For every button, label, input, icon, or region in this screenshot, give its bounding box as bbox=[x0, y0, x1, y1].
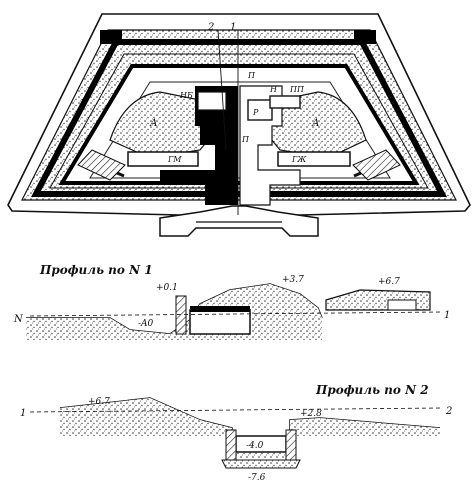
caponier-left bbox=[77, 149, 126, 181]
profile-2-mark-1: 1 bbox=[20, 408, 26, 419]
profile-1-elev-room: -A0 bbox=[138, 319, 154, 329]
label-pp: ПП bbox=[289, 85, 305, 94]
room-nb bbox=[197, 91, 227, 111]
label-p-center: П bbox=[241, 135, 250, 144]
profile-1-wall bbox=[175, 295, 187, 335]
profile-2-datum bbox=[29, 407, 441, 413]
section-mark-1: 1 bbox=[230, 22, 236, 33]
profile-1-title: Профиль по N 1 bbox=[39, 263, 153, 277]
label-p: П bbox=[247, 71, 256, 80]
profile-2: Профиль по N 2 1 2 +6.7 +2.8 -4.0 -7.6 bbox=[20, 383, 452, 483]
section-line-2 bbox=[217, 29, 227, 151]
corner-casemate-right bbox=[354, 30, 376, 44]
label-a-right: А bbox=[311, 118, 320, 129]
caponier-right bbox=[352, 149, 401, 181]
profile-1-elev-left: +0.1 bbox=[156, 283, 178, 293]
profile-1-bunker bbox=[387, 299, 417, 311]
profile-1: Профиль по N 1 N 1 +3.7 +0.1 +6.7 -A0 bbox=[13, 263, 450, 340]
profile-2-foundation bbox=[221, 459, 301, 469]
label-n: Н bbox=[269, 85, 278, 94]
profile-1-mark-n: N bbox=[13, 314, 24, 325]
section-mark-2: 2 bbox=[207, 22, 214, 33]
profile-2-elev-bottom: -7.6 bbox=[248, 473, 266, 483]
profile-1-elev-top: +3.7 bbox=[282, 275, 304, 285]
profile-1-roof bbox=[190, 306, 250, 312]
profile-1-mark-1: 1 bbox=[444, 310, 450, 321]
profile-2-elev-low: -4.0 bbox=[246, 441, 264, 451]
label-gzh: ГЖ bbox=[291, 155, 307, 164]
profile-1-datum bbox=[29, 311, 441, 317]
label-a-left: А bbox=[149, 118, 158, 129]
profile-2-title: Профиль по N 2 bbox=[315, 383, 429, 397]
profile-1-elev-right: +6.7 bbox=[378, 277, 400, 287]
profile-2-wall-right bbox=[285, 429, 297, 461]
profile-2-mark-2: 2 bbox=[445, 406, 452, 417]
profile-2-elev-left: +6.7 bbox=[88, 397, 110, 407]
room-r bbox=[247, 99, 273, 121]
gallery-left bbox=[127, 151, 199, 167]
gorge-entrance bbox=[159, 205, 319, 237]
corner-casemate-left bbox=[100, 30, 122, 44]
room-pp bbox=[269, 95, 301, 109]
profile-2-earth bbox=[60, 398, 440, 458]
label-gm: ГМ bbox=[167, 155, 182, 164]
label-r: Р bbox=[252, 108, 259, 117]
label-nb: НБ bbox=[179, 91, 193, 100]
gallery-right bbox=[277, 151, 351, 167]
central-casemate-block bbox=[160, 86, 238, 205]
profile-2-wall-left bbox=[225, 429, 237, 461]
plan-view: 2 1 А А Р Н ПП НБ П ГМ ГЖ П bbox=[7, 13, 471, 237]
profile-2-elev-mid: +2.8 bbox=[300, 409, 322, 419]
